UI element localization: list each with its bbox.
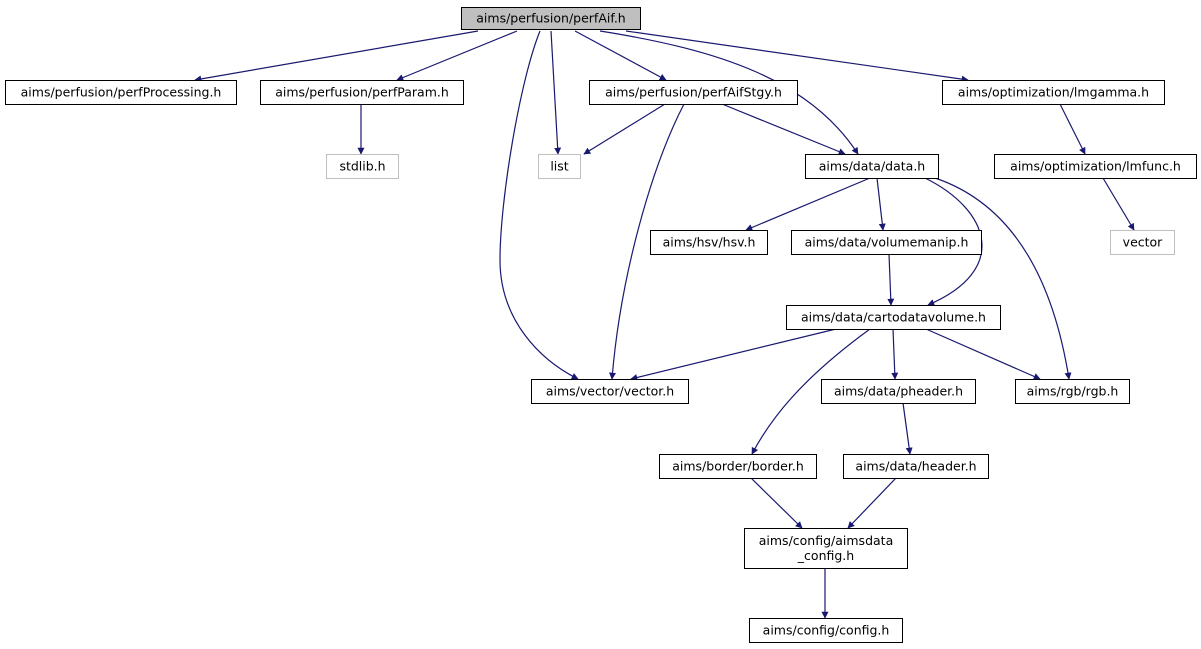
node-perfAif[interactable]: aims/perfusion/perfAif.h xyxy=(461,7,641,30)
edge-pheader-to-header xyxy=(902,402,913,455)
node-label: aims/perfusion/perfProcessing.h xyxy=(21,85,222,100)
node-box xyxy=(326,154,399,179)
node-lmgamma[interactable]: aims/optimization/lmgamma.h xyxy=(942,80,1165,105)
node-vectorStd: vector xyxy=(1110,230,1175,255)
node-box xyxy=(805,154,939,179)
edge-data-to-rgb xyxy=(934,177,1072,380)
edge-data-to-hsv xyxy=(745,177,871,231)
node-border[interactable]: aims/border/border.h xyxy=(659,454,817,479)
node-vectorAims[interactable]: aims/vector/vector.h xyxy=(531,379,689,404)
edge-perfAif-to-vectorAims xyxy=(499,30,579,380)
node-box xyxy=(650,230,768,255)
node-config[interactable]: aims/config/config.h xyxy=(749,618,903,643)
edge-data-to-volumemanip xyxy=(876,177,886,231)
node-box xyxy=(461,7,641,30)
node-box xyxy=(843,454,989,479)
node-volumemanip[interactable]: aims/data/volumemanip.h xyxy=(791,230,982,255)
node-box xyxy=(744,528,908,569)
node-label: aims/config/config.h xyxy=(763,623,890,638)
node-box xyxy=(1110,230,1175,255)
node-label: aims/data/data.h xyxy=(819,159,925,174)
node-data[interactable]: aims/data/data.h xyxy=(805,154,939,179)
node-box xyxy=(531,379,689,404)
edge-cartodatavolume-to-pheader xyxy=(891,328,899,380)
edge-header-to-aimsdata_config xyxy=(847,477,897,529)
edge-perfAifStgy-to-list xyxy=(583,103,666,155)
node-box xyxy=(1015,379,1130,404)
edges-layer xyxy=(194,30,1135,619)
edge-volumemanip-to-cartodatavolume xyxy=(887,253,895,306)
node-stdlib: stdlib.h xyxy=(326,154,399,179)
node-label: vector xyxy=(1123,235,1164,250)
edge-perfAifStgy-to-data xyxy=(721,103,846,155)
edge-perfAif-to-perfParam xyxy=(396,30,518,81)
node-box xyxy=(5,80,237,105)
node-label: aims/data/header.h xyxy=(855,459,976,474)
node-lmfunc[interactable]: aims/optimization/lmfunc.h xyxy=(994,154,1197,179)
node-label: list xyxy=(550,159,568,174)
nodes-layer: aims/perfusion/perfAif.h aims/perfusion/p… xyxy=(5,7,1197,643)
edge-lmgamma-to-lmfunc xyxy=(1059,103,1086,155)
node-label: aims/optimization/lmfunc.h xyxy=(1010,159,1181,174)
node-perfProcessing[interactable]: aims/perfusion/perfProcessing.h xyxy=(5,80,237,105)
node-label: aims/hsv/hsv.h xyxy=(663,235,756,250)
node-label: aims/rgb/rgb.h xyxy=(1027,384,1119,399)
node-label: aims/perfusion/perfParam.h xyxy=(275,85,449,100)
edge-perfAif-to-data xyxy=(599,30,859,155)
node-label: stdlib.h xyxy=(339,159,385,174)
node-label: aims/config/aimsdata_config.h xyxy=(759,533,893,563)
edge-cartodatavolume-to-vectorAims xyxy=(630,328,837,381)
edge-lmfunc-to-vectorStd xyxy=(1102,177,1135,231)
node-box xyxy=(538,154,581,179)
edge-perfAif-to-lmgamma xyxy=(625,30,969,83)
node-pheader[interactable]: aims/data/pheader.h xyxy=(821,379,976,404)
node-label: aims/data/cartodatavolume.h xyxy=(801,310,986,325)
node-aimsdata_config[interactable]: aims/config/aimsdata_config.h xyxy=(744,528,908,569)
edge-cartodatavolume-to-border xyxy=(751,328,871,455)
node-list: list xyxy=(538,154,581,179)
node-box xyxy=(791,230,982,255)
node-perfAifStgy[interactable]: aims/perfusion/perfAifStgy.h xyxy=(589,80,798,105)
node-box xyxy=(786,305,1001,330)
node-box xyxy=(589,80,798,105)
edge-perfAif-to-list xyxy=(550,30,562,155)
node-header[interactable]: aims/data/header.h xyxy=(843,454,989,479)
node-rgb[interactable]: aims/rgb/rgb.h xyxy=(1015,379,1130,404)
node-label: aims/perfusion/perfAif.h xyxy=(476,11,625,26)
node-box xyxy=(659,454,817,479)
edge-perfAifStgy-to-vectorAims xyxy=(609,103,685,380)
node-box xyxy=(749,618,903,643)
edge-border-to-aimsdata_config xyxy=(750,477,803,529)
node-cartodatavolume[interactable]: aims/data/cartodatavolume.h xyxy=(786,305,1001,330)
node-hsv[interactable]: aims/hsv/hsv.h xyxy=(650,230,768,255)
node-box xyxy=(994,154,1197,179)
edge-perfAif-to-perfAifStgy xyxy=(574,30,667,81)
edge-cartodatavolume-to-rgb xyxy=(925,328,1041,380)
node-box xyxy=(942,80,1165,105)
node-label: aims/vector/vector.h xyxy=(546,384,674,399)
node-label: aims/border/border.h xyxy=(672,459,804,474)
node-box xyxy=(260,80,464,105)
edge-perfAif-to-perfProcessing xyxy=(194,30,479,83)
node-label: aims/optimization/lmgamma.h xyxy=(958,85,1149,100)
node-box xyxy=(821,379,976,404)
node-label: aims/data/volumemanip.h xyxy=(805,235,969,250)
node-label: aims/data/pheader.h xyxy=(834,384,963,399)
node-label: aims/perfusion/perfAifStgy.h xyxy=(605,85,782,100)
node-perfParam[interactable]: aims/perfusion/perfParam.h xyxy=(260,80,464,105)
